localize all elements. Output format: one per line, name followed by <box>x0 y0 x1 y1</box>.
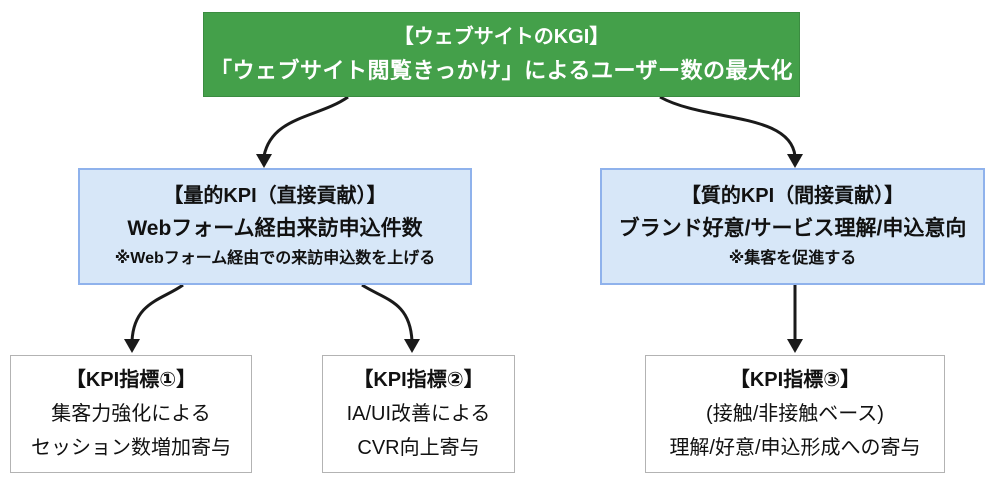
kpi-metric-1-node: 【KPI指標①】 集客力強化による セッション数増加寄与 <box>10 355 252 473</box>
arrowhead-kgi-to-qual-kpi <box>787 154 803 168</box>
kpi-metric-1-title: 【KPI指標①】 <box>65 368 197 391</box>
arrow-kgi-to-quant-kpi <box>262 95 349 157</box>
kgi-body: 「ウェブサイト閲覧きっかけ」によるユーザー数の最大化 <box>209 57 794 83</box>
kgi-title: 【ウェブサイトのKGI】 <box>393 25 610 48</box>
kpi-metric-1-line2: セッション数増加寄与 <box>31 436 231 459</box>
qualitative-kpi-node: 【質的KPI（間接貢献）】 ブランド好意/サービス理解/申込意向 ※集客を促進す… <box>600 168 985 285</box>
quantitative-kpi-title: 【量的KPI（直接貢献）】 <box>163 184 387 207</box>
arrowhead-kgi-to-quant-kpi <box>256 154 272 168</box>
quantitative-kpi-body: Webフォーム経由来訪申込件数 <box>127 216 423 240</box>
arrow-kgi-to-qual-kpi <box>659 95 797 157</box>
arrow-quant-kpi-to-kpi1 <box>130 283 184 342</box>
arrowhead-quant-kpi-to-kpi1 <box>124 339 140 353</box>
qualitative-kpi-note: ※集客を促進する <box>728 250 857 268</box>
arrow-quant-kpi-to-kpi2 <box>361 283 414 342</box>
kpi-metric-2-title: 【KPI指標②】 <box>353 368 484 391</box>
qualitative-kpi-title: 【質的KPI（間接貢献）】 <box>680 184 905 207</box>
kpi-metric-3-node: 【KPI指標③】 (接触/非接触ベース) 理解/好意/申込形成への寄与 <box>645 355 945 473</box>
kpi-metric-3-line1: (接触/非接触ベース) <box>706 402 884 425</box>
kpi-metric-3-title: 【KPI指標③】 <box>729 368 861 391</box>
arrowhead-qual-kpi-to-kpi3 <box>787 339 803 353</box>
arrowhead-quant-kpi-to-kpi2 <box>404 339 420 353</box>
kpi-metric-3-line2: 理解/好意/申込形成への寄与 <box>669 436 921 459</box>
kpi-metric-2-node: 【KPI指標②】 IA/UI改善による CVR向上寄与 <box>322 355 515 473</box>
kgi-node: 【ウェブサイトのKGI】 「ウェブサイト閲覧きっかけ」によるユーザー数の最大化 <box>203 12 800 97</box>
kpi-metric-2-line2: CVR向上寄与 <box>357 436 480 459</box>
kpi-metric-1-line1: 集客力強化による <box>51 402 211 425</box>
kpi-metric-2-line1: IA/UI改善による <box>346 402 491 425</box>
qualitative-kpi-body: ブランド好意/サービス理解/申込意向 <box>618 216 967 240</box>
quantitative-kpi-note: ※Webフォーム経由での来訪申込数を上げる <box>114 250 436 268</box>
quantitative-kpi-node: 【量的KPI（直接貢献）】 Webフォーム経由来訪申込件数 ※Webフォーム経由… <box>78 168 472 285</box>
